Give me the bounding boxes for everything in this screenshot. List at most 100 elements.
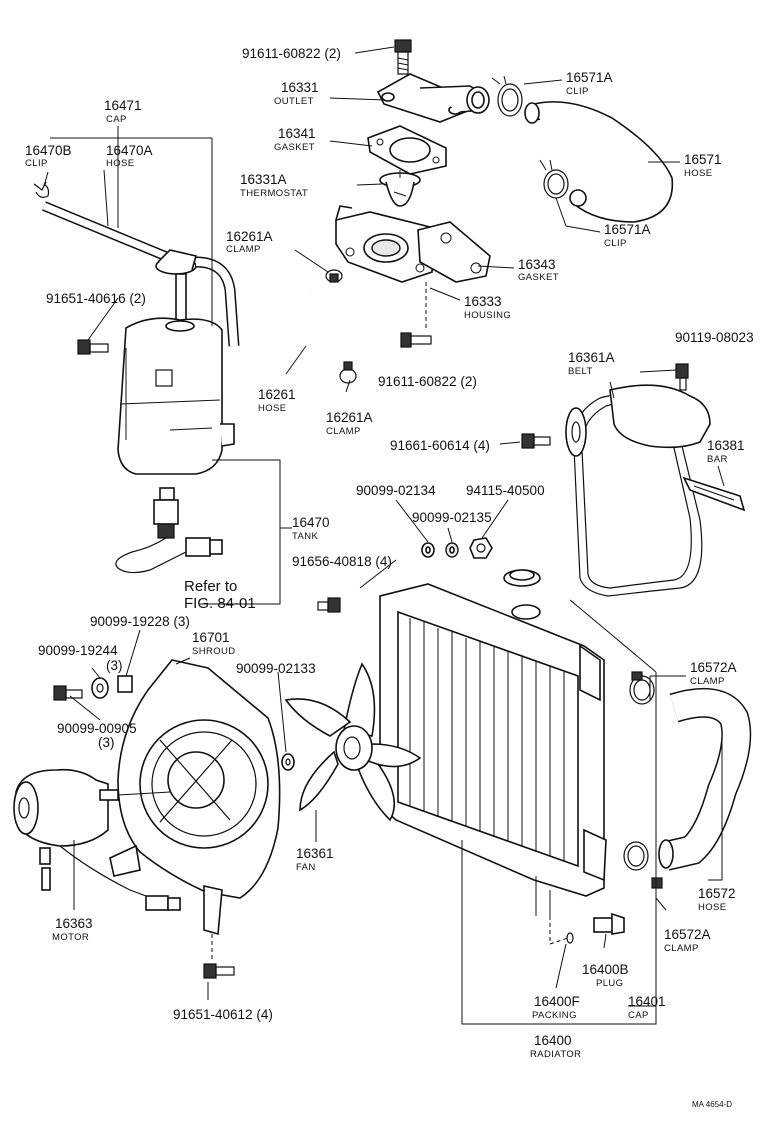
label-16343: 16343 GASKET — [518, 257, 559, 283]
label-16361A: 16361A BELT — [568, 350, 615, 377]
gasket-16343 — [417, 221, 491, 283]
label-16400B: 16400B PLUG — [582, 962, 629, 989]
svg-text:16341: 16341 — [278, 126, 316, 141]
svg-text:16571A: 16571A — [604, 222, 651, 237]
label-16331: 16331 OUTLET — [274, 80, 319, 107]
svg-text:90099-02134: 90099-02134 — [356, 483, 436, 498]
leader-lines — [69, 46, 725, 1000]
label-91656-40818: 91656-40818 (4) — [292, 554, 392, 569]
svg-text:MA 4654-D: MA 4654-D — [692, 1100, 732, 1109]
label-16261A-top: 16261A CLAMP — [226, 229, 273, 255]
label-16361: 16361 FAN — [296, 846, 334, 873]
label-16381: 16381 BAR — [707, 438, 745, 465]
motor-16363 — [13, 768, 181, 911]
label-91651-40616: 91651-40616 (2) — [46, 291, 146, 306]
label-16572: 16572 HOSE — [698, 886, 736, 913]
svg-text:16331A: 16331A — [240, 172, 287, 187]
svg-text:16571: 16571 — [684, 152, 722, 167]
label-16331A: 16331A THERMOSTAT — [240, 172, 308, 199]
packing-16400F — [566, 932, 574, 944]
svg-text:91611-60822 (2): 91611-60822 (2) — [378, 374, 477, 389]
label-90099-02134: 90099-02134 — [356, 483, 436, 498]
svg-text:90119-08023: 90119-08023 — [675, 330, 754, 345]
svg-text:16343: 16343 — [518, 257, 556, 272]
clip-16571A-top — [491, 75, 523, 117]
svg-text:RADIATOR: RADIATOR — [530, 1049, 581, 1060]
label-91651-40612: 91651-40612 (4) — [173, 1007, 273, 1022]
leader-91651-40616 — [87, 297, 119, 341]
svg-text:CLAMP: CLAMP — [690, 676, 725, 687]
label-16400: 16400 RADIATOR — [530, 1033, 581, 1060]
svg-text:HOSE: HOSE — [698, 902, 727, 913]
thermostat-16331A — [379, 170, 421, 207]
label-16333: 16333 HOUSING — [464, 294, 511, 321]
svg-text:CLIP: CLIP — [25, 158, 48, 169]
svg-text:16400B: 16400B — [582, 962, 629, 977]
label-16363: 16363 MOTOR — [52, 916, 93, 943]
radiator-core-fins — [409, 618, 565, 862]
label-16571A-top: 16571A CLIP — [566, 70, 613, 97]
washer-90099-02133 — [281, 753, 295, 771]
svg-text:16470B: 16470B — [25, 143, 72, 158]
svg-text:BAR: BAR — [707, 454, 728, 465]
bolt-91651-40616 — [77, 339, 109, 355]
svg-text:16400: 16400 — [534, 1033, 572, 1048]
svg-text:CLAMP: CLAMP — [664, 943, 699, 954]
thermostat-housing-16333 — [335, 205, 435, 283]
level-sensor — [115, 487, 223, 574]
svg-text:SHROUD: SHROUD — [192, 646, 236, 657]
svg-text:MOTOR: MOTOR — [52, 932, 89, 943]
svg-text:91611-60822 (2): 91611-60822 (2) — [242, 46, 341, 61]
label-16572A-top: 16572A CLAMP — [690, 660, 737, 687]
grommet-90099-19244 — [91, 677, 109, 699]
svg-text:THERMOSTAT: THERMOSTAT — [240, 188, 308, 199]
bolt-91661-60614 — [521, 433, 551, 449]
svg-text:16470A: 16470A — [106, 143, 153, 158]
radiator-cap-16401 — [503, 569, 541, 587]
hose-16470A — [42, 201, 172, 263]
svg-text:TANK: TANK — [292, 531, 318, 542]
svg-text:CLAMP: CLAMP — [326, 426, 361, 437]
label-90099-02133: 90099-02133 — [236, 661, 316, 676]
svg-text:16572A: 16572A — [664, 927, 711, 942]
bolt-91656-40818 — [317, 597, 341, 613]
gasket-16341 — [367, 125, 447, 175]
svg-text:16381: 16381 — [707, 438, 745, 453]
label-90099-02135: 90099-02135 — [412, 510, 492, 525]
svg-text:16572: 16572 — [698, 886, 736, 901]
hose-16572 — [658, 687, 752, 871]
svg-text:16261A: 16261A — [226, 229, 273, 244]
label-16571A-bottom: 16571A CLIP — [604, 222, 651, 249]
label-16261: 16261 HOSE — [258, 387, 296, 414]
label-91611-60822-mid: 91611-60822 (2) — [378, 374, 477, 389]
label-16471: 16471 CAP — [104, 98, 142, 125]
svg-text:16261A: 16261A — [326, 410, 373, 425]
bolt-91611-60822-top — [394, 39, 412, 75]
svg-text:91656-40818 (4): 91656-40818 (4) — [292, 554, 392, 569]
svg-text:90099-02135: 90099-02135 — [412, 510, 492, 525]
svg-text:16571A: 16571A — [566, 70, 613, 85]
svg-text:16471: 16471 — [104, 98, 142, 113]
label-16261A-bottom: 16261A CLAMP — [326, 410, 373, 437]
leader-16400 — [461, 599, 657, 1025]
svg-text:HOSE: HOSE — [684, 168, 713, 179]
bolt-90119-08023 — [675, 363, 689, 391]
svg-text:16361A: 16361A — [568, 350, 615, 365]
label-94115-40500: 94115-40500 — [466, 483, 545, 498]
svg-text:16361: 16361 — [296, 846, 334, 861]
svg-text:HOUSING: HOUSING — [464, 310, 511, 321]
clamp-16261A-bottom — [339, 361, 357, 384]
outlet-16331 — [376, 73, 490, 123]
svg-text:16333: 16333 — [464, 294, 502, 309]
washer-90099-02135 — [445, 542, 459, 558]
svg-text:CLAMP: CLAMP — [226, 244, 261, 255]
water-pump — [565, 384, 711, 457]
svg-text:91661-60614 (4): 91661-60614 (4) — [390, 438, 490, 453]
tank-cap-16471 — [155, 249, 240, 347]
svg-text:16701: 16701 — [192, 630, 230, 645]
label-90099-19244: 90099-19244 (3) — [38, 643, 123, 673]
shroud-16701 — [109, 659, 281, 936]
svg-text:91651-40612 (4): 91651-40612 (4) — [173, 1007, 273, 1022]
svg-text:CAP: CAP — [106, 114, 127, 125]
